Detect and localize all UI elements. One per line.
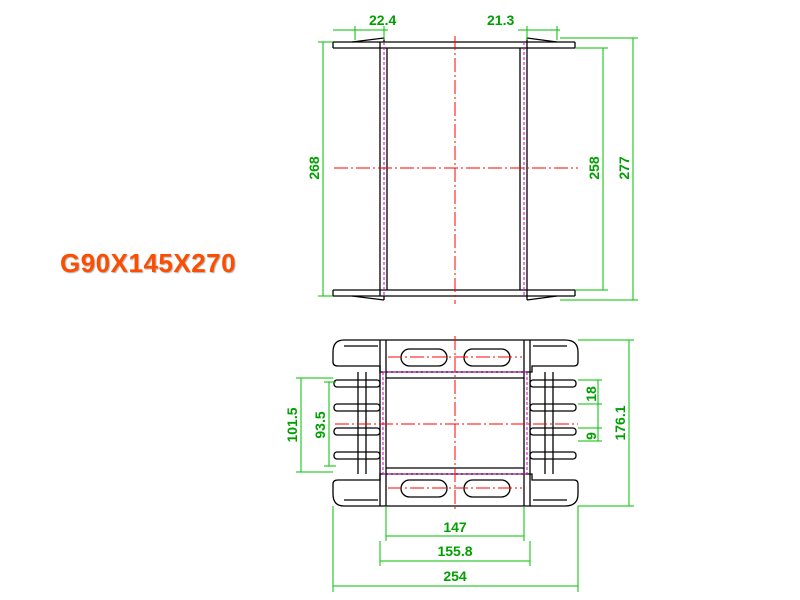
bottom-flange	[332, 289, 576, 301]
dim-height-outer: 268	[306, 156, 322, 180]
dim-rib-gap: 9	[583, 432, 599, 440]
right-ribs	[529, 372, 577, 474]
top-dimension-lines	[318, 26, 638, 301]
bottom-view: 101.5 93.5 18 9 176.1 147 155.8 254	[284, 336, 634, 592]
dim-flange-left: 22.4	[369, 12, 396, 28]
bottom-dimension-lines	[296, 339, 634, 592]
model-label: G90X145X270	[60, 248, 237, 278]
dim-height-inner: 258	[586, 156, 602, 180]
frame-bars	[332, 339, 579, 507]
dim-flange-right: 21.3	[487, 12, 514, 28]
dim-height-total: 277	[616, 156, 632, 180]
top-flange	[332, 37, 576, 49]
dim-width-total: 254	[443, 568, 467, 584]
dim-height-left-inner: 93.5	[312, 411, 328, 438]
tube-walls	[379, 42, 528, 296]
top-view: 22.4 21.3 268 258 277	[306, 12, 638, 304]
dim-width-inner: 147	[443, 519, 467, 535]
bottom-center-lines	[335, 336, 578, 510]
left-ribs	[333, 372, 381, 474]
dim-height-left-outer: 101.5	[284, 407, 300, 442]
dim-height-right: 176.1	[612, 405, 628, 440]
top-hidden-lines	[383, 42, 525, 296]
dim-rib-pitch: 18	[583, 386, 599, 402]
dim-width-mid: 155.8	[437, 543, 472, 559]
top-center-lines	[334, 36, 578, 304]
